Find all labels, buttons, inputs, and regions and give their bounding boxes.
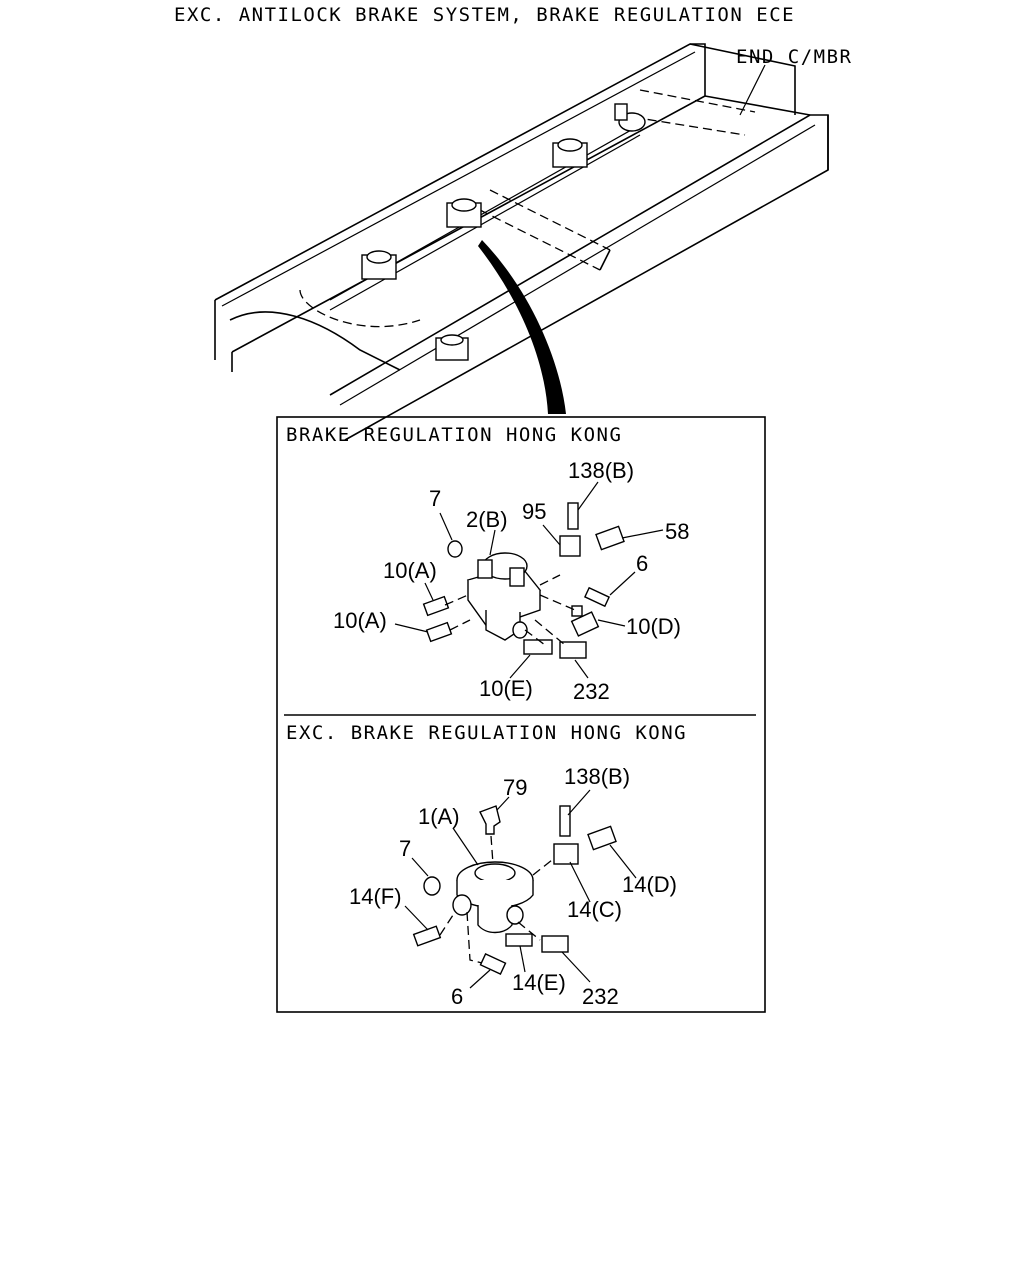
diagram-title: EXC. ANTILOCK BRAKE SYSTEM, BRAKE REGULA…: [174, 4, 795, 26]
frame-rail-drawing: [214, 43, 829, 441]
nut-icon: [423, 876, 441, 896]
panel-hong-kong: BRAKE REGULATION HONG KONG: [286, 424, 689, 704]
callout-6: 6: [636, 551, 648, 576]
callout-7: 7: [429, 486, 441, 511]
callout-14f: 14(F): [349, 884, 402, 909]
fitting-icon: [412, 805, 617, 953]
callout-2b: 2(B): [466, 507, 508, 532]
end-cross-member-label: END C/MBR: [736, 46, 852, 68]
panel-hk-title: BRAKE REGULATION HONG KONG: [286, 424, 622, 446]
callout-95: 95: [522, 499, 546, 524]
panel-exc-hong-kong: EXC. BRAKE REGULATION HONG KONG: [286, 722, 687, 1009]
callout-10e: 10(E): [479, 676, 533, 701]
callout-14d: 14(D): [622, 872, 677, 897]
callout-138b-exc: 138(B): [564, 764, 630, 789]
callout-1a: 1(A): [418, 804, 460, 829]
bolt-icon: [479, 952, 507, 976]
detail-box: [276, 416, 766, 1013]
brake-valve-icon: [466, 552, 542, 641]
callout-14e: 14(E): [512, 970, 566, 995]
callout-58: 58: [665, 519, 689, 544]
callout-14c: 14(C): [567, 897, 622, 922]
callout-79: 79: [503, 775, 527, 800]
callout-232: 232: [573, 679, 610, 704]
callout-138b: 138(B): [568, 458, 634, 483]
elbow-icon: [479, 805, 501, 835]
callout-10a-bottom: 10(A): [333, 608, 387, 633]
callout-6-exc: 6: [451, 984, 463, 1009]
panel-exc-title: EXC. BRAKE REGULATION HONG KONG: [286, 722, 687, 744]
fitting-icon: [422, 502, 625, 659]
callout-10d: 10(D): [626, 614, 681, 639]
callout-10a-top: 10(A): [383, 558, 437, 583]
brake-valve-icon: [452, 861, 534, 934]
nut-icon: [447, 540, 463, 558]
callout-232-exc: 232: [582, 984, 619, 1009]
callout-7-exc: 7: [399, 836, 411, 861]
